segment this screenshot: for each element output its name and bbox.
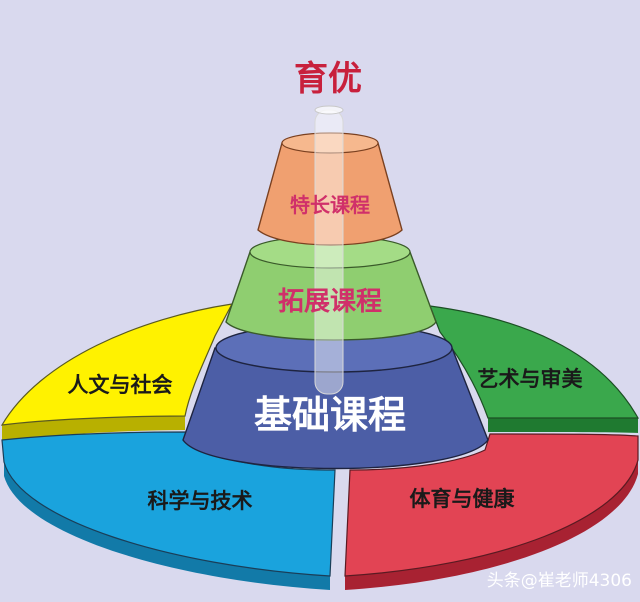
tier-extended [225,235,437,341]
segment-label-humanities: 人文与社会 [68,373,173,397]
segment-label-science: 科学与技术 [148,489,253,513]
tier-label-extended: 拓展课程 [278,287,382,317]
segment-health [344,433,639,590]
segment-label-health: 体育与健康 [410,487,516,511]
segment-label-arts: 艺术与审美 [478,367,583,391]
watermark: 头条@崔老师4306 [487,571,632,591]
tier-label-specialty: 特长课程 [290,193,370,217]
segment-science [1,431,336,590]
segment-arts [429,305,640,433]
tier-specialty [257,132,403,246]
top-label: 育优 [294,59,362,99]
tier-label-basic: 基础课程 [254,393,406,437]
segment-humanities [0,303,234,440]
glass-tube [314,105,344,395]
